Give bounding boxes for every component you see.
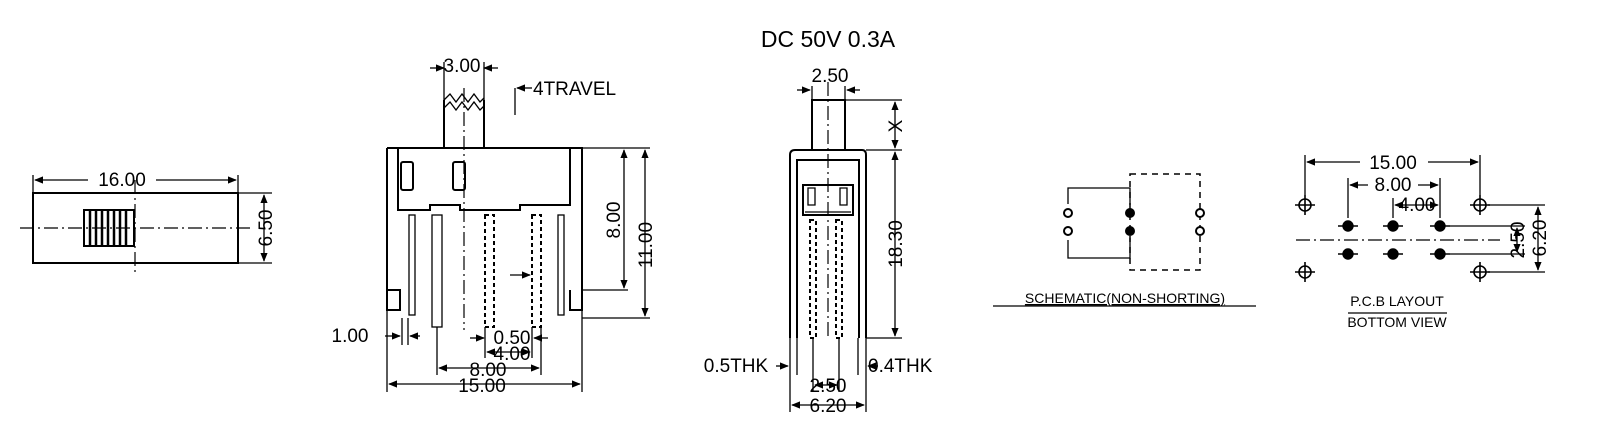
pcb-span-outer-dim: 15.00: [1369, 153, 1417, 174]
pcb-caption-line2: BOTTOM VIEW: [1347, 314, 1447, 330]
pcb-span-inner-dim: 4.00: [1399, 195, 1436, 216]
side-actuator-width-dim: 2.50: [812, 66, 849, 87]
pin-width-dim: 0.50: [494, 328, 531, 349]
front-view: 3.00 4TRAVEL 8.00 11.00 1.00 0.50 4.00 8…: [332, 56, 657, 397]
lead-width-dim: 1.00: [332, 326, 369, 347]
pcb-span-mid-dim: 8.00: [1375, 175, 1412, 196]
front-overall-width-dim: 15.00: [458, 376, 506, 397]
side-pin-pitch-dim: 2.50: [810, 376, 847, 397]
rating-label: DC 50V 0.3A: [761, 26, 896, 52]
travel-dim: 4TRAVEL: [533, 79, 616, 100]
pcb-layout: 15.00 8.00 4.00 2.50 6.20 P.C.B LAYOUT B…: [1295, 153, 1551, 330]
x-dim: X: [886, 119, 907, 132]
top-height-dim: 6.50: [256, 210, 277, 247]
top-width-dim: 16.00: [98, 170, 146, 191]
schematic-caption: SCHEMATIC(NON-SHORTING): [1025, 290, 1225, 306]
side-overall-width-dim: 6.20: [810, 396, 847, 417]
right-thk-dim: 0.4THK: [868, 356, 933, 377]
side-view: 2.50 X 18.30 0.5THK 0.4THK 2.50 6.20: [704, 66, 933, 417]
total-height-dim: 11.00: [636, 222, 657, 268]
pcb-row-pitch-dim: 2.50: [1508, 222, 1529, 259]
pin-pitch-dim: 4.00: [494, 344, 531, 365]
side-height-dim: 18.30: [886, 220, 907, 268]
body-height-dim: 8.00: [604, 202, 625, 239]
schematic: SCHEMATIC(NON-SHORTING): [993, 173, 1256, 307]
actuator-width-dim: 3.00: [444, 56, 481, 77]
pcb-caption-line1: P.C.B LAYOUT: [1350, 293, 1444, 309]
outer-pin-span-dim: 8.00: [470, 360, 507, 381]
left-thk-dim: 0.5THK: [704, 356, 769, 377]
pcb-mount-pitch-dim: 6.20: [1530, 220, 1551, 257]
top-view: 16.00 6.50: [20, 170, 277, 275]
